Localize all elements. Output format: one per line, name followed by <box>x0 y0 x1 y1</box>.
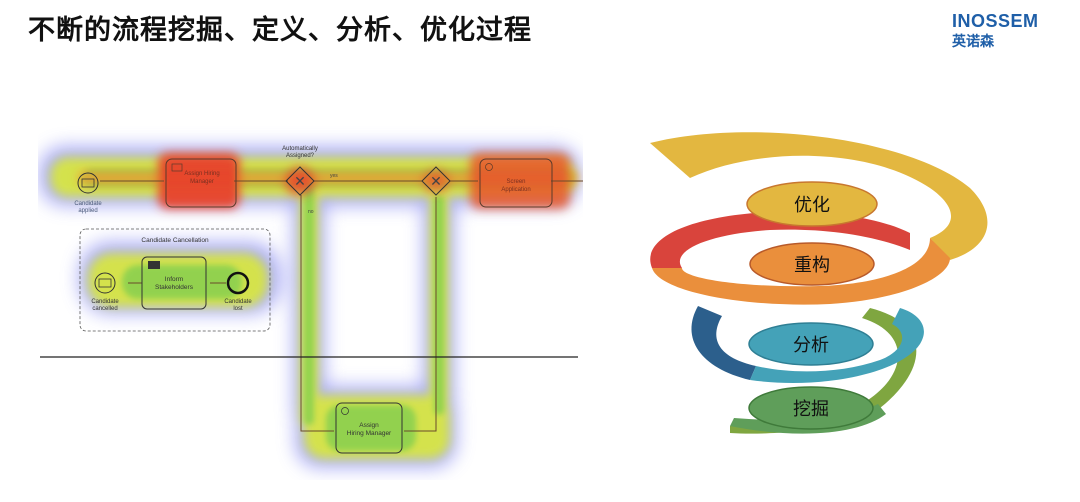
gateway-label-1: Automatically <box>282 146 318 152</box>
logo-text-en: INOSSEM <box>952 11 1039 31</box>
task-assign-bottom-label-2: Hiring Manager <box>347 430 392 437</box>
task-assign-top-label-1: Assign Hiring <box>184 171 219 177</box>
start-event-label-2: applied <box>78 208 97 214</box>
task-inform-label-2: Stakeholders <box>155 284 194 291</box>
exclusive-gateway-auto-assigned: ✕ Automatically Assigned? yes no <box>282 146 338 215</box>
exclusive-gateway-merge: ✕ <box>421 166 451 196</box>
logo-text-cn: 英诺森 <box>952 34 994 50</box>
subprocess-title: Candidate Cancellation <box>141 237 209 244</box>
cancel-start-label-1: Candidate <box>91 299 119 305</box>
subprocess-candidate-cancellation: Candidate Cancellation Candidate cancell… <box>79 228 271 332</box>
start-event-label-1: Candidate <box>74 201 102 207</box>
task-screen-application[interactable]: Screen Application <box>479 158 553 208</box>
spiral-band-teal <box>750 308 924 383</box>
gateway-yes-label: yes <box>330 173 338 179</box>
process-heatmap-diagram: Candidate applied Assign Hiring Manager … <box>39 146 583 468</box>
gateway-no-label: no <box>308 209 314 215</box>
improvement-spiral-diagram: 优化 重构 分析 挖掘 <box>650 132 988 434</box>
stage-optimize-label: 优化 <box>794 195 830 215</box>
spiral-band-gold <box>650 132 988 260</box>
stage-restructure-label: 重构 <box>794 255 830 275</box>
task-inform-label-1: Inform <box>165 276 183 283</box>
spiral-band-navy <box>691 306 756 380</box>
stage-mining[interactable]: 挖掘 <box>748 386 874 430</box>
stage-mining-label: 挖掘 <box>793 399 829 419</box>
spiral-band-red <box>650 211 910 268</box>
task-assign-bottom-label-1: Assign <box>359 422 379 429</box>
start-event-candidate-applied: Candidate applied <box>74 172 102 214</box>
task-assign-hiring-manager-top[interactable]: Assign Hiring Manager <box>165 158 237 208</box>
gateway-label-2: Assigned? <box>286 153 315 159</box>
svg-text:✕: ✕ <box>294 173 306 189</box>
spiral-band-green <box>730 404 886 434</box>
task-assign-hiring-manager-bottom[interactable]: Assign Hiring Manager <box>335 402 403 454</box>
stage-analyze-label: 分析 <box>793 335 829 355</box>
cancel-end-label-1: Candidate <box>224 299 252 305</box>
spiral-band-orange <box>652 238 950 305</box>
stage-restructure[interactable]: 重构 <box>749 242 875 286</box>
cancel-start-label-2: cancelled <box>92 306 117 312</box>
stage-optimize[interactable]: 优化 <box>746 181 878 227</box>
page-title: 不断的流程挖掘、定义、分析、优化过程 <box>28 15 532 46</box>
task-assign-top-label-2: Manager <box>190 179 214 185</box>
cancel-end-label-2: lost <box>233 306 243 312</box>
task-screen-label-2: Application <box>501 187 530 193</box>
stage-analyze[interactable]: 分析 <box>748 322 874 366</box>
task-screen-label-1: Screen <box>506 179 525 185</box>
svg-text:✕: ✕ <box>430 173 442 189</box>
brand-logo: INOSSEM 英诺森 <box>952 11 1062 51</box>
sequence-flows <box>100 180 583 432</box>
